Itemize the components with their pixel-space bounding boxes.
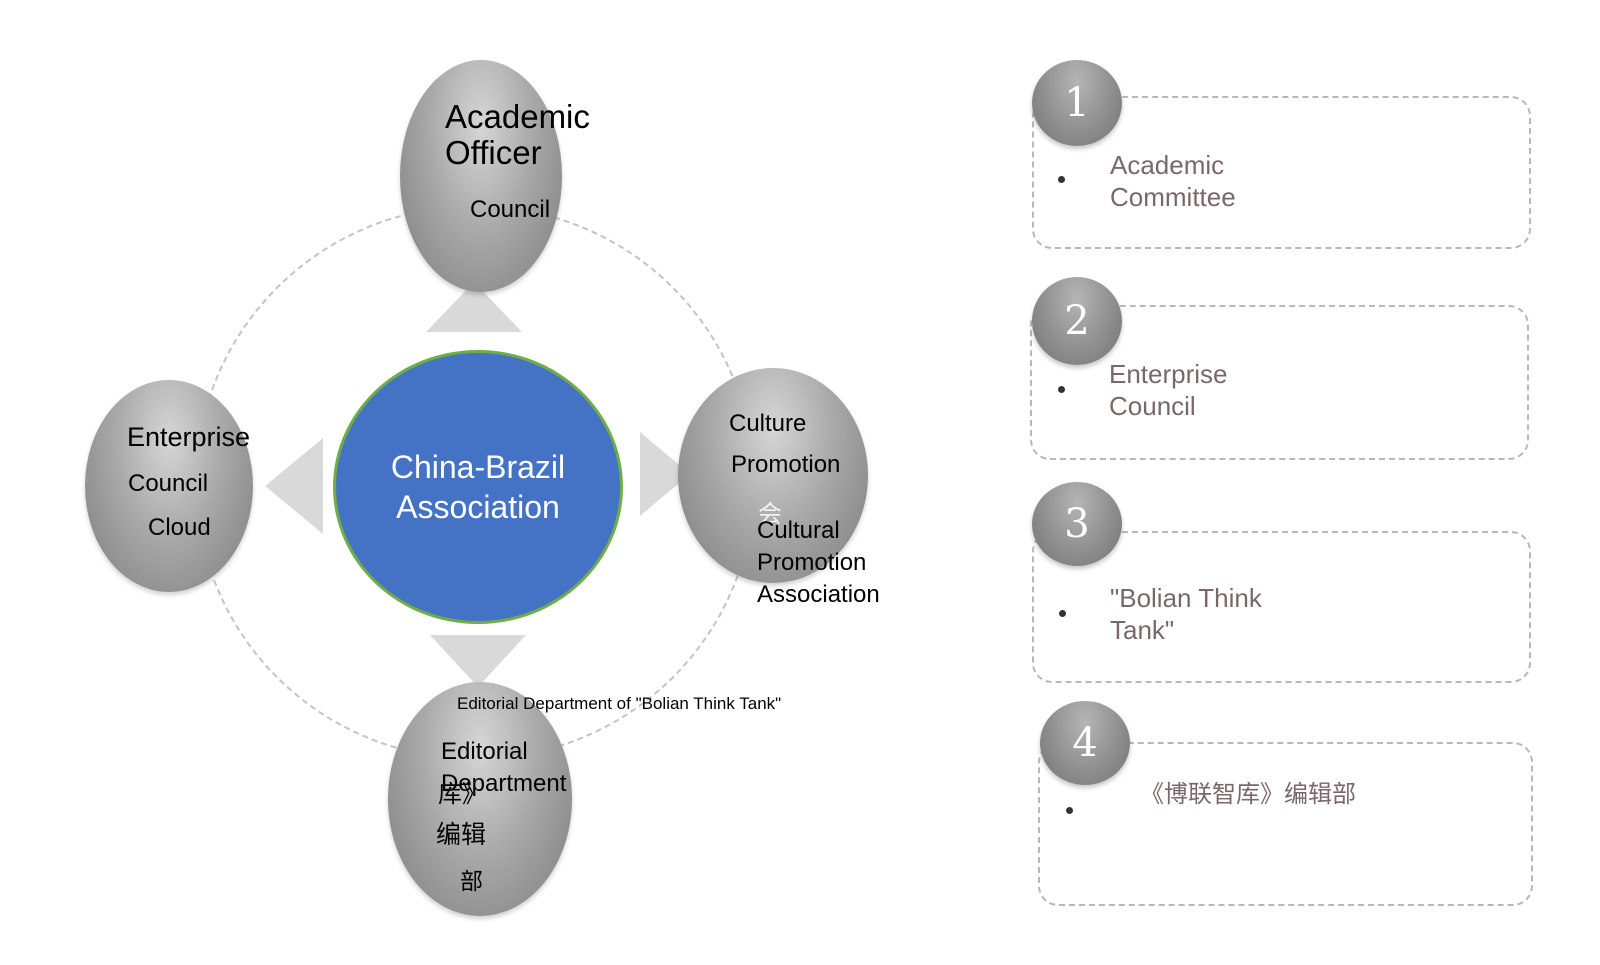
list-item-2-line2: Council xyxy=(1109,391,1196,421)
node-right-culture xyxy=(678,368,868,583)
list-item-2-text: Enterprise Council xyxy=(1109,358,1228,422)
list-item-3-line2: Tank" xyxy=(1110,615,1175,645)
list-item-1-line1: Academic xyxy=(1110,150,1225,180)
left-node-line1: Enterprise xyxy=(127,422,251,452)
node-bottom-editorial xyxy=(388,682,572,916)
number-badge-1: 1 xyxy=(1032,60,1122,146)
number-badge-4: 4 xyxy=(1040,701,1130,785)
node-top-academic xyxy=(400,60,562,292)
bullet-dot-icon xyxy=(1059,610,1066,617)
bottom-node-cjk1: 编辑 xyxy=(436,821,487,849)
top-node-title-line1: Academic xyxy=(445,98,590,135)
center-node-label: China-Brazil Association xyxy=(333,350,623,624)
number-badge-2: 2 xyxy=(1032,277,1122,365)
bottom-node-line1: Editorial xyxy=(441,738,528,765)
top-node-title-line2: Officer xyxy=(445,134,542,171)
center-node-association xyxy=(333,350,623,624)
node-left-enterprise xyxy=(85,380,253,592)
right-node-line5: Association xyxy=(757,581,880,608)
bullet-dot-icon xyxy=(1058,386,1065,393)
right-node-line4: Promotion xyxy=(757,549,867,576)
bottom-node-glyph: 库》 xyxy=(438,781,486,808)
arrow-down-triangle xyxy=(430,635,526,687)
top-node-subtitle: Council xyxy=(470,196,551,223)
right-node-line3: Cultural xyxy=(757,517,840,544)
left-node-line2: Council xyxy=(128,470,209,497)
right-node-line1: Culture xyxy=(729,410,807,437)
bottom-node-caption: Editorial Department of "Bolian Think Ta… xyxy=(457,694,782,713)
bottom-node-line2: Department xyxy=(441,770,567,797)
bullet-dot-icon xyxy=(1066,807,1073,814)
list-item-1-line2: Committee xyxy=(1110,182,1236,212)
list-card-3 xyxy=(1032,531,1531,683)
bottom-node-cjk2: 部 xyxy=(460,868,483,894)
list-item-2-line1: Enterprise xyxy=(1109,359,1228,389)
left-node-line3: Cloud xyxy=(148,514,211,541)
bullet-dot-icon xyxy=(1058,176,1065,183)
list-item-4-line1: 《博联智库》编辑部 xyxy=(1140,781,1356,808)
list-item-4-text: 《博联智库》编辑部 xyxy=(1140,779,1356,811)
right-node-line2: Promotion xyxy=(731,451,841,478)
list-item-1-text: Academic Committee xyxy=(1110,149,1236,213)
list-item-3-text: "Bolian Think Tank" xyxy=(1110,582,1262,646)
list-card-4 xyxy=(1038,742,1533,906)
center-label-line2: Association xyxy=(396,489,560,525)
right-node-glyph: 会 xyxy=(758,501,782,528)
center-label-line1: China-Brazil xyxy=(390,449,566,485)
arrow-left-triangle xyxy=(265,438,323,534)
list-item-3-line1: "Bolian Think xyxy=(1110,583,1262,613)
number-badge-3: 3 xyxy=(1032,482,1122,566)
